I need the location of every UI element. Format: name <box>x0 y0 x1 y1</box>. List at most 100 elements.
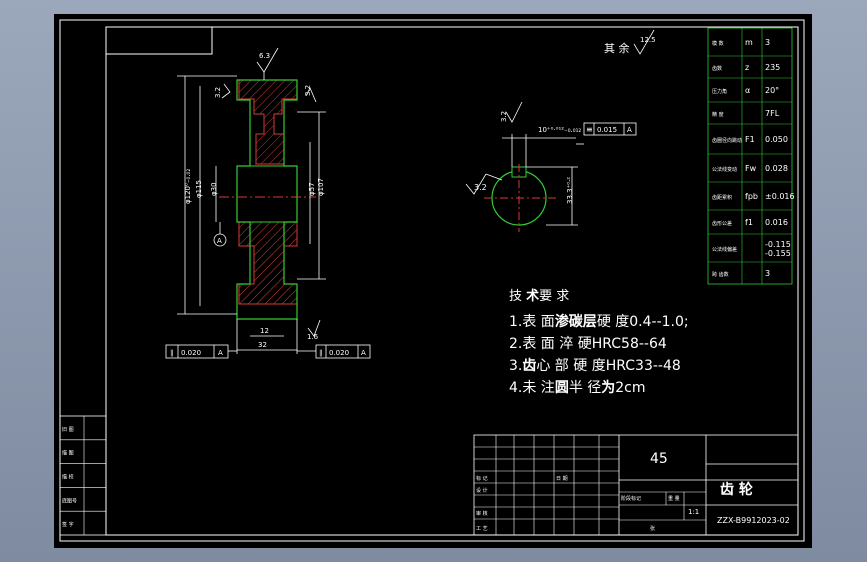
title-block-label: 重 量 <box>668 495 680 502</box>
svg-text:0.028: 0.028 <box>765 164 788 173</box>
hatch-hub-lower <box>238 221 298 305</box>
revision-label: 旧 图 <box>62 426 74 433</box>
param-row: 齿形公差 f1 0.016 <box>712 218 788 227</box>
param-row: 齿距累积 fpb ±0.016 <box>712 192 795 201</box>
svg-text:Fw: Fw <box>745 164 757 173</box>
svg-text:∥: ∥ <box>319 349 323 357</box>
svg-text:0.020: 0.020 <box>329 349 349 357</box>
svg-text:A: A <box>627 126 632 134</box>
svg-text:模 数: 模 数 <box>712 40 724 47</box>
dim-roughness-a: 3.2 <box>214 87 222 98</box>
tech-requirements: 技 术要 求 1.表 面渗碳层硬 度0.4--1.0; 2.表 面 淬 硬HRC58… <box>509 288 689 396</box>
revision-label: 底图号 <box>62 497 77 504</box>
tech-requirement-line: 2.表 面 淬 硬HRC58--64 <box>509 336 667 352</box>
dim-roughness-c: 1.6 <box>307 333 319 341</box>
svg-text:A: A <box>361 349 366 357</box>
param-row: 公法线偏差 -0.115-0.155 <box>712 240 791 258</box>
title-block-label: 标 记 <box>476 475 488 482</box>
datum-a-label: A <box>217 237 222 245</box>
svg-text:3: 3 <box>765 38 770 47</box>
svg-text:技 术要 求: 技 术要 求 <box>509 288 569 304</box>
title-block-label: 审 核 <box>476 510 488 517</box>
svg-text:f1: f1 <box>745 218 753 227</box>
dim-dia-2: φ30 <box>210 182 218 196</box>
svg-text:A: A <box>218 349 223 357</box>
gear-section-view[interactable]: A 6.3 3.2 3.2 φ120⁰₋₀.₀₂ φ115 φ30 φ57 φ1… <box>165 47 371 359</box>
svg-text:0.020: 0.020 <box>181 349 201 357</box>
drawing-number: ZZX-B9912023-02 <box>717 516 790 525</box>
dim-roughness-e: 3.2 <box>474 183 487 192</box>
hatch-rim-top <box>238 79 298 165</box>
tolerance-frame-right: ∥ 0.020 A <box>297 344 371 359</box>
tech-requirement-line: 4.未 注圆半 径为2cm <box>509 379 646 396</box>
svg-text:≡: ≡ <box>586 125 593 134</box>
drawing-title: 齿 轮 <box>720 481 753 498</box>
dim-dia-outer: φ120⁰₋₀.₀₂ <box>184 169 192 204</box>
svg-text:-0.155: -0.155 <box>765 249 791 258</box>
svg-text:α: α <box>745 86 750 95</box>
svg-text:0.016: 0.016 <box>765 218 788 227</box>
svg-text:3: 3 <box>765 269 770 278</box>
svg-text:公法线偏差: 公法线偏差 <box>712 246 737 253</box>
dim-keyway-height: 33.3⁺⁰·² <box>566 177 574 204</box>
title-block-label: 张 <box>650 525 655 532</box>
keyway-section-view[interactable]: 3.2 3.2 10⁺⁰·⁰¹²₋₀.₀₁₂ 33.3⁺⁰·² ≡ 0.015 … <box>465 101 637 232</box>
drawing-canvas[interactable]: A 6.3 3.2 3.2 φ120⁰₋₀.₀₂ φ115 φ30 φ57 φ1… <box>54 14 812 548</box>
svg-text:0.050: 0.050 <box>765 135 788 144</box>
svg-text:235: 235 <box>765 63 780 72</box>
sheet-outer-border <box>59 19 805 542</box>
dim-roughness-d: 3.2 <box>500 111 508 122</box>
svg-text:m: m <box>745 38 753 47</box>
svg-text:z: z <box>745 63 749 72</box>
param-row: 模 数 m 3 <box>712 38 770 47</box>
dim-keyway-width: 10⁺⁰·⁰¹²₋₀.₀₁₂ <box>538 126 581 134</box>
svg-text:F1: F1 <box>745 135 755 144</box>
tech-requirement-line: 1.表 面渗碳层硬 度0.4--1.0; <box>509 313 689 330</box>
svg-text:齿数: 齿数 <box>712 65 722 72</box>
svg-text:齿形公差: 齿形公差 <box>712 220 732 227</box>
svg-text:压力角: 压力角 <box>712 88 727 95</box>
svg-text:20°: 20° <box>765 86 779 95</box>
title-block-label: 阶段标记 <box>621 495 641 502</box>
param-row: 压力角 α 20° <box>712 86 779 95</box>
param-row: 齿数 z 235 <box>712 63 780 72</box>
title-block-label: 日 期 <box>556 476 568 482</box>
dim-dia-4: φ107 <box>317 178 325 196</box>
tolerance-frame-key: ≡ 0.015 A <box>583 122 637 136</box>
dim-roughness-b: 3.2 <box>304 85 312 96</box>
scale-label: 1:1 <box>688 508 699 516</box>
dim-roughness-top: 6.3 <box>259 52 270 60</box>
svg-text:其 余: 其 余 <box>604 41 630 55</box>
tech-requirement-line: 3.齿心 部 硬 度HRC33--48 <box>509 357 681 374</box>
dim-dia-3: φ57 <box>308 182 316 196</box>
revision-label: 描 图 <box>62 450 74 457</box>
svg-text:齿圈径向跳动: 齿圈径向跳动 <box>712 137 742 144</box>
svg-text:精 度: 精 度 <box>712 111 724 118</box>
projection-box <box>106 27 213 55</box>
svg-text:∥: ∥ <box>170 349 174 357</box>
dim-width-12: 12 <box>260 327 269 335</box>
sheet-inner-border <box>105 26 799 536</box>
dim-width-32: 32 <box>258 341 267 349</box>
title-block-label: 工 艺 <box>476 526 488 532</box>
svg-text:0.015: 0.015 <box>597 126 617 134</box>
svg-text:齿距累积: 齿距累积 <box>712 194 732 201</box>
svg-text:跨 齿数: 跨 齿数 <box>712 271 729 278</box>
svg-text:12.5: 12.5 <box>640 36 656 44</box>
svg-text:±0.016: ±0.016 <box>765 192 795 201</box>
drawing-viewport[interactable]: A 6.3 3.2 3.2 φ120⁰₋₀.₀₂ φ115 φ30 φ57 φ1… <box>54 14 812 548</box>
revision-label: 签 字 <box>62 521 74 528</box>
svg-text:7FL: 7FL <box>765 109 780 118</box>
param-row: 跨 齿数 3 <box>712 269 770 278</box>
tolerance-frame-left: ∥ 0.020 A <box>165 344 237 359</box>
title-block-label: 设 计 <box>476 487 488 494</box>
surface-note: 其 余 12.5 <box>604 29 656 55</box>
material-label: 45 <box>650 451 668 467</box>
svg-text:-0.115: -0.115 <box>765 240 791 249</box>
svg-text:fpb: fpb <box>745 192 758 201</box>
